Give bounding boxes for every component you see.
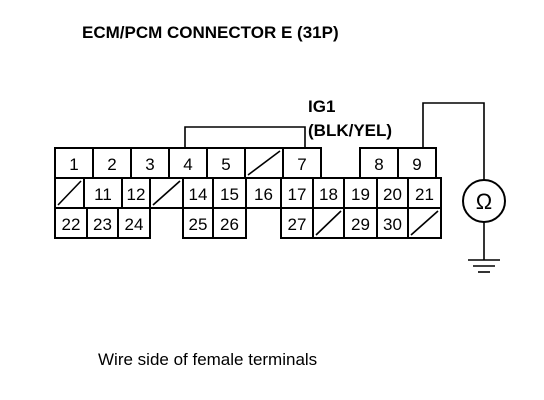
terminal-number: 4 <box>183 155 192 174</box>
unused-terminal-slash <box>410 210 439 236</box>
terminal-cell <box>282 147 322 179</box>
terminal-number: 25 <box>189 215 208 234</box>
terminal-number: 12 <box>127 185 146 204</box>
terminal-cell <box>54 207 88 239</box>
terminal-cell <box>397 147 437 179</box>
unused-terminal-slash <box>315 210 342 236</box>
terminal-number: 14 <box>189 185 208 204</box>
terminal-number: 17 <box>288 185 307 204</box>
terminal-cell <box>117 207 151 239</box>
terminal-number: 22 <box>62 215 81 234</box>
unused-terminal-slash <box>247 150 281 176</box>
terminal-number: 24 <box>125 215 144 234</box>
terminal-cell <box>376 207 409 239</box>
terminal-cell <box>86 207 119 239</box>
terminal-number: 8 <box>374 155 383 174</box>
terminal-cell <box>359 147 399 179</box>
terminal-cell <box>245 177 282 209</box>
diagram-title: ECM/PCM CONNECTOR E (31P) <box>82 23 339 42</box>
terminal-number: 23 <box>93 215 112 234</box>
terminal-number: 16 <box>254 185 273 204</box>
ground-icon <box>468 259 500 273</box>
unused-terminal-slash <box>57 180 82 206</box>
unused-terminal-slash <box>152 180 181 206</box>
terminal-number: 9 <box>412 155 421 174</box>
terminal-number: 27 <box>288 215 307 234</box>
terminal-number: 30 <box>383 215 402 234</box>
ohmmeter-icon: Ω <box>462 179 506 223</box>
terminal-number: 21 <box>415 185 434 204</box>
terminal-number: 11 <box>94 185 112 204</box>
terminal-cell <box>83 177 123 209</box>
terminal-cell <box>343 207 378 239</box>
terminal-cell <box>212 207 247 239</box>
terminal-number: 15 <box>220 185 239 204</box>
terminal-number: 29 <box>351 215 370 234</box>
terminal-number: 18 <box>319 185 338 204</box>
terminal-cell <box>130 147 170 179</box>
terminal-number: 20 <box>383 185 402 204</box>
terminal-number: 2 <box>107 155 116 174</box>
terminal-number: 3 <box>145 155 154 174</box>
wire-name-label: IG1 <box>308 97 335 116</box>
terminal-number: 19 <box>351 185 370 204</box>
terminal-cell <box>168 147 208 179</box>
wire-color-label: (BLK/YEL) <box>308 121 392 140</box>
diagram-caption: Wire side of female terminals <box>98 350 317 369</box>
ohm-symbol: Ω <box>476 189 492 214</box>
jumper-wire <box>184 126 306 148</box>
meter-lead-top <box>422 102 485 180</box>
terminal-number: 5 <box>221 155 230 174</box>
terminal-number: 26 <box>220 215 239 234</box>
terminal-number: 1 <box>69 155 78 174</box>
terminal-number: 7 <box>297 155 306 174</box>
terminal-cell <box>407 177 442 209</box>
terminal-cell <box>121 177 151 209</box>
